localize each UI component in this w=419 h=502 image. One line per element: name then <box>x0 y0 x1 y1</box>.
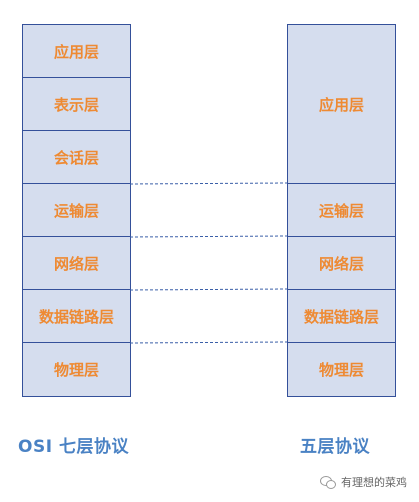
five-layer-network: 网络层 <box>288 237 395 290</box>
osi-layer-network: 网络层 <box>23 237 130 290</box>
link-line-transport <box>129 182 288 185</box>
wechat-icon <box>320 476 336 489</box>
osi-stack: 应用层 表示层 会话层 运输层 网络层 数据链路层 物理层 <box>22 24 131 397</box>
osi-layer-datalink: 数据链路层 <box>23 290 130 343</box>
five-layer-transport: 运输层 <box>288 184 395 237</box>
osi-layer-transport: 运输层 <box>23 184 130 237</box>
link-line-physical <box>129 341 288 344</box>
osi-layer-presentation: 表示层 <box>23 78 130 131</box>
watermark: 有理想的菜鸡 <box>320 474 407 490</box>
link-line-datalink <box>129 288 288 291</box>
osi-layer-physical: 物理层 <box>23 343 130 396</box>
five-layer-physical: 物理层 <box>288 343 395 396</box>
five-layer-datalink: 数据链路层 <box>288 290 395 343</box>
watermark-text: 有理想的菜鸡 <box>341 476 407 489</box>
osi-layer-session: 会话层 <box>23 131 130 184</box>
five-layer-application: 应用层 <box>288 25 395 184</box>
five-layer-stack: 应用层 运输层 网络层 数据链路层 物理层 <box>287 24 396 397</box>
five-layer-caption: 五层协议 <box>300 437 370 457</box>
osi-caption: OSI 七层协议 <box>18 437 129 457</box>
osi-layer-application: 应用层 <box>23 25 130 78</box>
link-line-network <box>129 235 288 238</box>
